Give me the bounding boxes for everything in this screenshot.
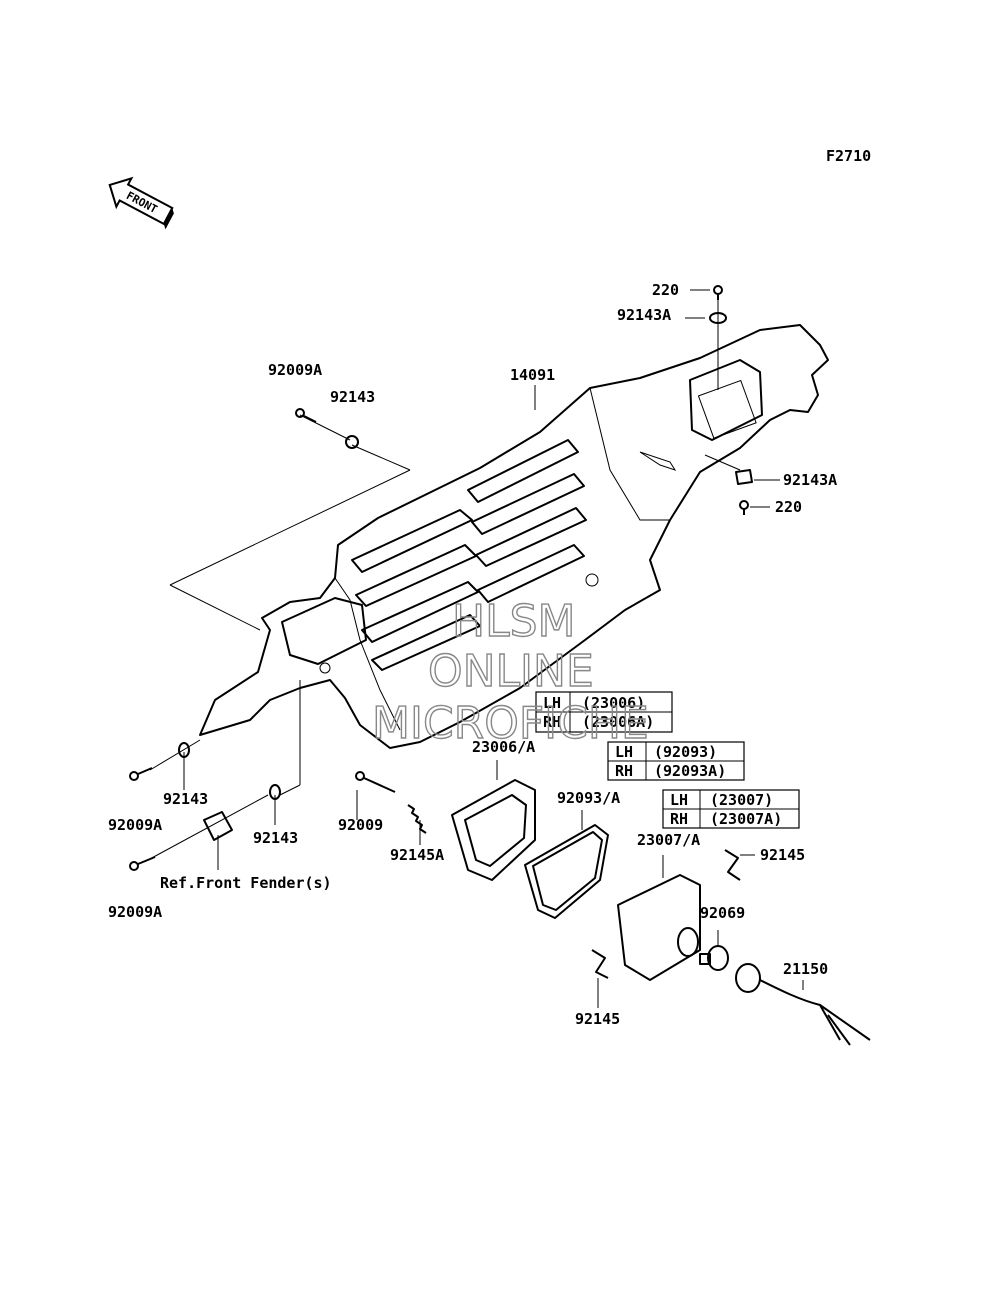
screw-icon bbox=[129, 285, 749, 871]
table-23007-lh-val: (23007) bbox=[710, 791, 773, 809]
louver-right bbox=[467, 439, 587, 603]
table-23007-lh: LH bbox=[670, 791, 688, 809]
watermark: HLSM ONLINE MICROFICHE bbox=[371, 595, 649, 749]
label-ref-front-fender: Ref.Front Fender(s) bbox=[160, 874, 332, 892]
table-92093-rh: RH bbox=[615, 762, 633, 780]
label-92145-right: 92145 bbox=[760, 846, 805, 864]
lamp-rim-23006 bbox=[451, 779, 536, 881]
louver-left bbox=[351, 509, 481, 671]
figure-code: F2710 bbox=[826, 147, 871, 165]
label-92069: 92069 bbox=[700, 904, 745, 922]
watermark-line1: HLSM bbox=[452, 596, 576, 647]
washer-icon bbox=[178, 312, 727, 800]
table-23007-rh-val: (23007A) bbox=[710, 810, 782, 828]
watermark-line2: ONLINE bbox=[428, 646, 594, 697]
label-92145-bottom: 92145 bbox=[575, 1010, 620, 1028]
lamp-lens-92093 bbox=[524, 824, 609, 919]
label-92009A-top: 92009A bbox=[268, 361, 322, 379]
front-arrow-icon: FRONT bbox=[108, 176, 174, 230]
table-23006-lh-val: (23006) bbox=[582, 694, 645, 712]
bulb-icon bbox=[699, 945, 729, 971]
label-92143A-top: 92143A bbox=[617, 306, 671, 324]
label-92093A: 92093/A bbox=[557, 789, 620, 807]
table-23007-rh: RH bbox=[670, 810, 688, 828]
table-23006-rh-val: (23006A) bbox=[582, 713, 654, 731]
bracket-icon bbox=[203, 811, 233, 841]
label-92143-top: 92143 bbox=[330, 388, 375, 406]
table-92093: LH (92093) RH (92093A) bbox=[607, 741, 745, 781]
label-92143-left: 92143 bbox=[163, 790, 208, 808]
headlight-23007 bbox=[617, 874, 701, 981]
label-92009A-left: 92009A bbox=[108, 816, 162, 834]
front-cover-14091 bbox=[199, 324, 829, 749]
table-23006-lh: LH bbox=[543, 694, 561, 712]
label-92009A-bottom: 92009A bbox=[108, 903, 162, 921]
table-92093-lh: LH bbox=[615, 743, 633, 761]
label-92145A: 92145A bbox=[390, 846, 444, 864]
label-14091: 14091 bbox=[510, 366, 555, 384]
table-92093-lh-val: (92093) bbox=[654, 743, 717, 761]
label-23007A: 23007/A bbox=[637, 831, 700, 849]
table-23006-rh: RH bbox=[543, 713, 561, 731]
grommet-icon bbox=[735, 469, 753, 485]
spring-icon bbox=[407, 804, 427, 834]
socket-harness-icon bbox=[735, 963, 871, 1046]
table-23007: LH (23007) RH (23007A) bbox=[662, 789, 800, 829]
label-92143-mid: 92143 bbox=[253, 829, 298, 847]
label-92143A-right: 92143A bbox=[783, 471, 837, 489]
label-92009: 92009 bbox=[338, 816, 383, 834]
label-220-top: 220 bbox=[652, 281, 679, 299]
label-21150: 21150 bbox=[783, 960, 828, 978]
watermark-line3: MICROFICHE bbox=[372, 698, 649, 749]
label-220-right: 220 bbox=[775, 498, 802, 516]
spring-clip-icon bbox=[591, 849, 741, 979]
label-23006A: 23006/A bbox=[472, 738, 535, 756]
table-23006: LH (23006) RH (23006A) bbox=[535, 691, 673, 733]
table-92093-rh-val: (92093A) bbox=[654, 762, 726, 780]
